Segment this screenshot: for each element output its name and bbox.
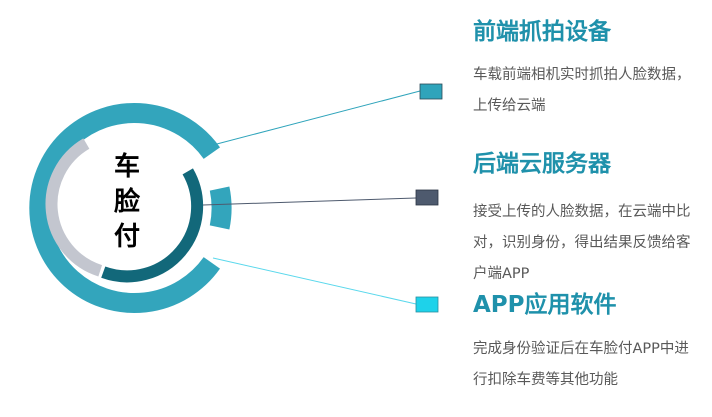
center-label: 车 脸 付 — [100, 150, 154, 255]
section-desc-cloud-server: 接受上传的人脸数据，在云端中比对，识别身份，得出结果反馈给客户端APP — [473, 204, 691, 282]
marker-2 — [415, 189, 439, 206]
outer-ring-arc — [29, 103, 220, 313]
inner-ring-dark-arc — [101, 168, 204, 283]
center-char-3: 付 — [113, 222, 140, 252]
section-title-front-device: 前端抓拍设备 — [473, 19, 611, 45]
connector-line-2 — [202, 197, 417, 206]
connector-line-3 — [212, 257, 417, 305]
marker-3 — [415, 296, 439, 313]
section-desc-front-device: 车载前端相机实时抓拍人脸数据，上传给云端 — [473, 67, 691, 114]
section-title-cloud-server: 后端云服务器 — [473, 151, 611, 177]
marker-1 — [419, 83, 443, 100]
outer-ring-arc-right — [209, 186, 232, 230]
section-desc-app-software: 完成身份验证后在车脸付APP中进行扣除车费等其他功能 — [473, 341, 689, 388]
center-char-2: 脸 — [113, 187, 140, 217]
connector-line-1 — [212, 90, 421, 146]
center-char-1: 车 — [113, 152, 140, 182]
inner-ring-grey-arc — [45, 138, 103, 277]
section-title-app-software: APP应用软件 — [473, 292, 617, 318]
